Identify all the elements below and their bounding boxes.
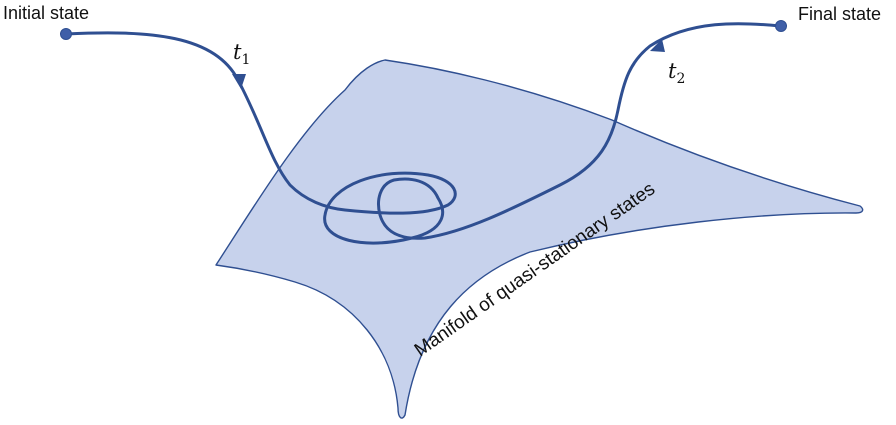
final-state-point (775, 20, 787, 32)
initial-state-label: Initial state (3, 3, 89, 23)
arrowhead-t1-icon (232, 74, 246, 89)
arrowhead-t2-icon (650, 39, 665, 52)
t2-symbol: t (668, 59, 677, 83)
trajectory-curve (64, 22, 782, 245)
time-label-t1: t1 (233, 40, 250, 68)
initial-state-point (60, 28, 72, 40)
time-label-t2: t2 (668, 59, 685, 87)
t1-subscript: 1 (241, 52, 250, 68)
final-state-label: Final state (798, 4, 881, 24)
manifold-surface (215, 59, 864, 419)
t2-subscript: 2 (676, 71, 685, 87)
t1-symbol: t (233, 40, 242, 64)
